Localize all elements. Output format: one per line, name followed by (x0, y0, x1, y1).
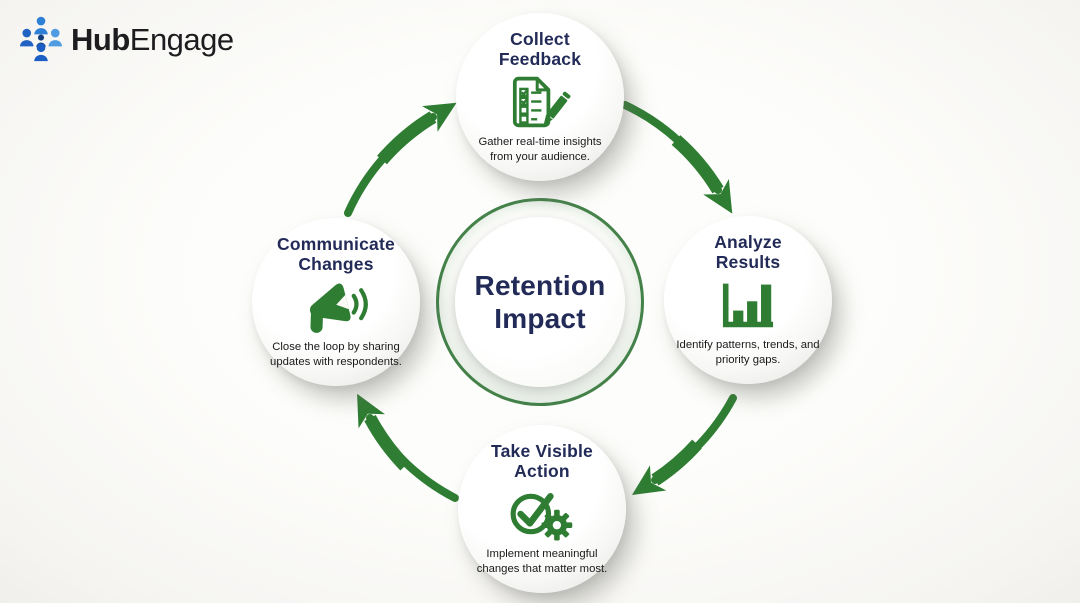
bar-chart-icon (722, 283, 774, 328)
center-ring: Retention Impact (436, 198, 644, 406)
step-description: Close the loop by sharing updates with r… (270, 341, 402, 368)
step-analyze-results: Analyze Results Identify patterns, trend… (664, 216, 832, 384)
megaphone-icon (309, 283, 368, 334)
arrow-left-to-top-head (377, 102, 457, 165)
logo-wordmark: HubEngage (71, 24, 234, 55)
arrow-top-to-right-head (671, 135, 733, 214)
step-title: Communicate Changes (277, 233, 395, 274)
arrow-right-to-bottom-head (631, 439, 702, 496)
checklist-pencil-icon (512, 76, 571, 128)
step-icon-wrap (719, 276, 777, 334)
step-icon-wrap (505, 485, 579, 543)
step-title: Analyze Results (714, 231, 782, 272)
people-group-icon (20, 16, 62, 62)
step-title: Take Visible Action (491, 440, 593, 481)
center-circle: Retention Impact (455, 217, 625, 387)
step-communicate-changes: Communicate Changes Close the loop by sh… (252, 218, 420, 386)
step-description: Identify patterns, trends, and priority … (676, 339, 820, 366)
hubengage-logo: HubEngage (18, 14, 234, 64)
logo-hub-text: Hub (71, 21, 130, 57)
step-take-visible-action: Take Visible Action Implem (458, 425, 626, 593)
center-title: Retention Impact (474, 269, 606, 334)
logo-engage-text: Engage (129, 21, 234, 57)
step-icon-wrap (298, 278, 374, 336)
step-title: Collect Feedback (498, 28, 582, 69)
step-description: Implement meaningful changes that matter… (476, 548, 608, 575)
step-description: Gather real-time insights from your audi… (478, 136, 602, 163)
step-icon-wrap (509, 73, 571, 131)
check-gear-icon (510, 493, 573, 541)
arrow-bottom-to-left-head (357, 393, 410, 471)
step-collect-feedback: Collect Feedback (456, 13, 624, 181)
